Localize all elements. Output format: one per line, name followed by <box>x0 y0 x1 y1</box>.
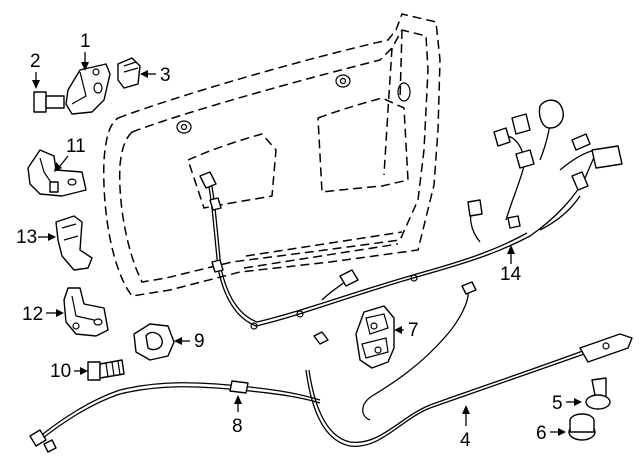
callout-7: 7 <box>394 320 419 341</box>
callout-label-2: 2 <box>30 51 41 72</box>
part-13-striker-bracket <box>55 215 93 271</box>
door-panel-outline <box>102 13 441 297</box>
part-12-hinge <box>63 287 109 337</box>
part-1-hinge-bracket <box>65 63 111 115</box>
callout-12: 12 <box>22 304 64 325</box>
part-10-bolt <box>87 359 125 381</box>
callout-label-13: 13 <box>16 227 37 248</box>
part-6-plug <box>568 413 596 441</box>
callout-label-11: 11 <box>66 136 86 157</box>
callout-13: 13 <box>16 227 56 248</box>
callout-label-6: 6 <box>536 423 547 444</box>
lock-cable <box>305 281 633 447</box>
callout-9: 9 <box>174 331 205 352</box>
part-5-push-pin <box>585 377 611 410</box>
release-cable <box>29 380 321 453</box>
callout-label-3: 3 <box>160 65 171 86</box>
callout-10: 10 <box>50 361 88 382</box>
part-7-latch <box>355 305 395 369</box>
callout-5: 5 <box>552 393 582 414</box>
callout-label-7: 7 <box>408 320 419 341</box>
part-9-striker <box>133 323 175 361</box>
callout-4: 4 <box>460 405 471 451</box>
part-3-clip <box>117 57 141 89</box>
callout-8: 8 <box>232 395 243 437</box>
callout-1: 1 <box>80 31 91 71</box>
callout-label-12: 12 <box>22 304 43 325</box>
callout-11: 11 <box>54 136 86 172</box>
part-2-bolt <box>33 91 65 113</box>
callout-2: 2 <box>30 51 41 89</box>
callout-6: 6 <box>536 423 566 444</box>
callout-label-5: 5 <box>552 393 563 414</box>
callout-label-8: 8 <box>232 416 243 437</box>
part-11-hinge <box>27 149 87 197</box>
callout-label-1: 1 <box>80 31 91 52</box>
callout-14: 14 <box>500 245 522 285</box>
wiring-harness <box>199 99 623 330</box>
callout-label-9: 9 <box>194 331 205 352</box>
callout-label-4: 4 <box>460 430 471 451</box>
callout-label-10: 10 <box>50 361 71 382</box>
callout-label-14: 14 <box>500 264 522 285</box>
callout-3: 3 <box>140 65 171 86</box>
